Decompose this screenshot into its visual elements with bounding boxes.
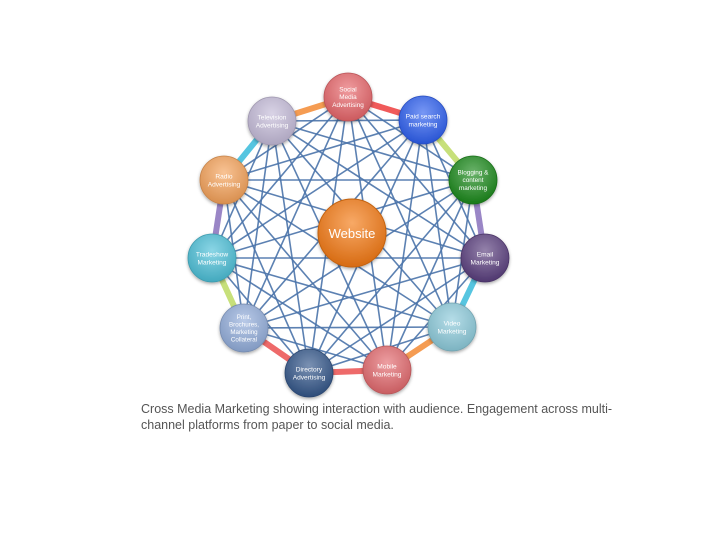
node-label-line: Email: [477, 251, 494, 258]
node-circle: [219, 303, 269, 353]
node-label-line: Marketing: [198, 259, 227, 266]
center-node: Website: [317, 198, 387, 268]
connection-line: [243, 120, 273, 329]
center-label: Website: [329, 226, 376, 241]
node-label-line: Blogging &: [458, 170, 490, 177]
node-label-line: Marketing: [438, 328, 467, 335]
connection-line: [243, 327, 388, 371]
node-circle: [362, 345, 412, 395]
connection-line: [422, 119, 453, 328]
node-circle: [448, 155, 498, 205]
node-circle: [284, 348, 334, 398]
node-label-line: Media: [339, 94, 357, 101]
connection-line: [386, 179, 474, 371]
node-label-line: Video: [444, 320, 461, 327]
node-circle: [460, 233, 510, 283]
node-label-line: Print,: [237, 314, 252, 321]
connection-line: [271, 120, 486, 259]
connection-line: [243, 326, 453, 329]
node-label-line: Television: [258, 114, 287, 121]
node-label-line: content: [463, 177, 484, 184]
node-circle: [323, 72, 373, 122]
node-label-line: Advertising: [293, 374, 326, 381]
connection-line: [211, 257, 388, 371]
connection-line: [347, 96, 486, 259]
node-label-line: Directory: [296, 366, 323, 373]
connection-line: [223, 179, 310, 374]
connection-line: [223, 179, 388, 371]
connection-line: [271, 120, 474, 181]
connection-line: [271, 120, 310, 374]
connection-line: [347, 96, 453, 328]
node-circle: [427, 302, 477, 352]
node-label-line: Advertising: [208, 181, 241, 188]
connection-line: [308, 257, 486, 374]
connection-line: [211, 119, 424, 259]
node-circle: [187, 233, 237, 283]
connection-lines: [211, 96, 486, 374]
center-website-node: Website: [317, 198, 387, 268]
node-label-line: Marketing: [373, 371, 402, 378]
node-label-line: Advertising: [332, 102, 364, 109]
center-circle: [317, 198, 387, 268]
node-label-line: Paid search: [406, 113, 441, 120]
connection-line: [386, 119, 424, 371]
node-label-line: Tradeshow: [196, 251, 229, 258]
diagram-caption: Cross Media Marketing showing interactio…: [141, 402, 613, 432]
node-circle: [247, 96, 297, 146]
node-label-line: Marketing: [230, 329, 258, 336]
node-circle: [199, 155, 249, 205]
node-label-line: Mobile: [377, 363, 397, 370]
connection-line: [223, 119, 424, 181]
node-label-line: Social: [339, 87, 356, 94]
node-label-line: Radio: [215, 173, 233, 180]
node-label-line: Brochures,: [229, 321, 259, 328]
node-label-line: Advertising: [256, 122, 289, 129]
node-label-line: marketing: [459, 185, 488, 192]
node-circle: [398, 95, 448, 145]
node-label-line: Collateral: [231, 336, 257, 343]
node-label-line: Marketing: [471, 259, 500, 266]
node-label-line: marketing: [409, 121, 438, 128]
connection-line: [308, 179, 474, 374]
